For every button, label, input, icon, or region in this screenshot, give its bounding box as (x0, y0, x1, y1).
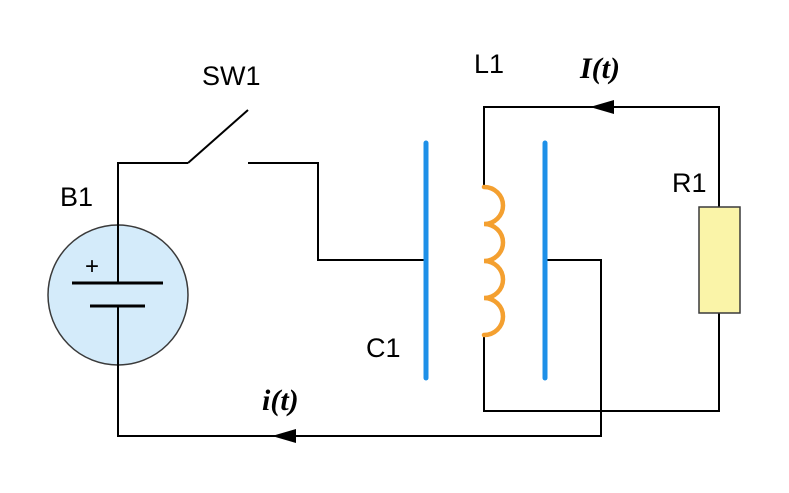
label-c1: C1 (366, 333, 401, 363)
switch-lever (187, 109, 249, 164)
wires (117, 106, 720, 437)
wire-inductor-bottom-loop (483, 313, 720, 412)
inductor-l1 (481, 184, 506, 338)
battery-plus-sign: + (85, 253, 99, 280)
arrow-lower-current (272, 429, 296, 443)
label-lower-current: i(t) (262, 384, 299, 417)
label-sw1: SW1 (202, 61, 261, 91)
label-r1: R1 (672, 168, 707, 198)
inductor-coil (481, 184, 506, 338)
current-arrows (272, 100, 614, 443)
label-b1: B1 (60, 182, 93, 212)
resistor-r1 (698, 206, 741, 314)
arrow-upper-current (590, 100, 614, 114)
labels: SW1 B1 L1 C1 R1 I(t) i(t) (60, 49, 707, 417)
wire-switch-to-capacitor (248, 162, 426, 261)
resistor-body (698, 206, 741, 314)
wire-battery-to-switch (117, 162, 188, 283)
capacitor-c1 (423, 140, 548, 381)
switch-sw1 (187, 109, 249, 164)
wire-battery-bottom (117, 259, 602, 437)
label-l1: L1 (474, 49, 504, 79)
label-upper-current: I(t) (579, 52, 620, 85)
